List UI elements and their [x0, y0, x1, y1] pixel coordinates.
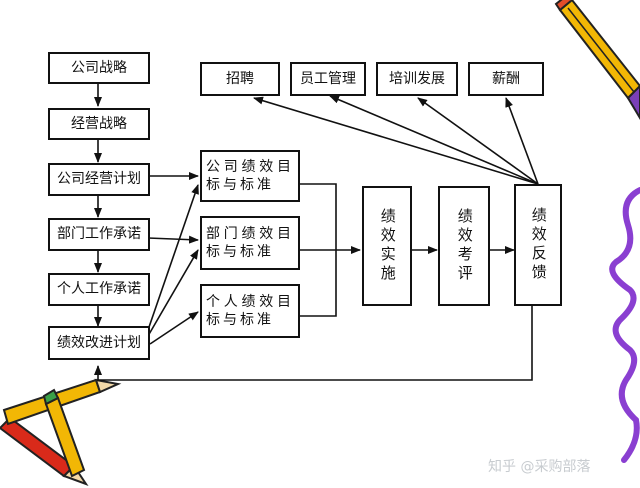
- node-implementation: 绩效实施: [362, 186, 412, 306]
- node-improvement-plan: 绩效改进计划: [48, 326, 150, 360]
- node-personal-commitment: 个人工作承诺: [48, 273, 150, 306]
- pencil-top-right-icon: [554, 0, 640, 120]
- watermark: 知乎 @采购部落: [488, 459, 591, 475]
- node-assessment: 绩效考评: [438, 186, 490, 306]
- node-personal-targets: 个人绩效目标与标准: [200, 284, 300, 338]
- node-feedback: 绩效反馈: [514, 184, 562, 306]
- node-staff-management: 员工管理: [290, 62, 366, 96]
- pencil-bottom-left-green-icon: [42, 388, 86, 478]
- squiggle-right-icon: [609, 187, 640, 463]
- node-compensation: 薪酬: [468, 62, 544, 96]
- node-business-plan: 公司经营计划: [48, 163, 150, 196]
- node-dept-targets: 部门绩效目标与标准: [200, 216, 300, 270]
- node-training: 培训发展: [376, 62, 458, 96]
- node-recruiting: 招聘: [200, 62, 280, 96]
- node-company-strategy: 公司战略: [48, 52, 150, 84]
- node-dept-commitment: 部门工作承诺: [48, 218, 150, 251]
- node-business-strategy: 经营战略: [48, 108, 150, 140]
- node-company-targets: 公司绩效目标与标准: [200, 150, 300, 202]
